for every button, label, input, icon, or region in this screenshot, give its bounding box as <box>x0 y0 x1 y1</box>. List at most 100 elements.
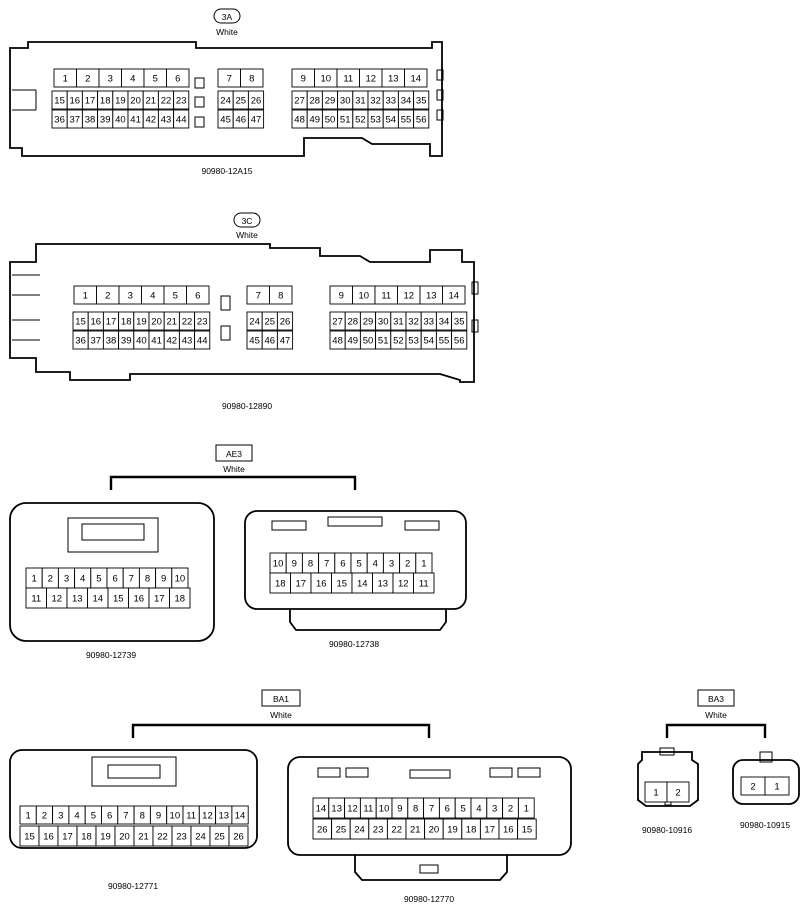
connector-3c-color: White <box>236 230 258 240</box>
pin-number: 35 <box>454 317 465 328</box>
connector-ba3-left-housing <box>637 751 699 807</box>
pin-number: 20 <box>151 317 162 328</box>
pin-number: 19 <box>115 96 126 107</box>
pin-number: 24 <box>195 832 206 843</box>
pin-number: 24 <box>249 317 260 328</box>
pin-number: 1 <box>421 559 426 570</box>
connector-ba1-right-part-number: 90980-12770 <box>404 894 454 904</box>
connector-ba1-right-lock <box>419 864 439 874</box>
pin-number: 11 <box>419 579 429 590</box>
connector-ba3-bracket <box>665 723 767 738</box>
pin-number: 31 <box>355 96 366 107</box>
pin-number: 18 <box>466 825 477 836</box>
pin-cell <box>240 68 264 88</box>
pin-number: 49 <box>310 115 321 126</box>
pin-number: 7 <box>123 811 128 822</box>
pin-number: 2 <box>675 788 680 799</box>
pin-cell <box>194 311 211 331</box>
connector-3a-latch <box>12 89 37 111</box>
pin-number: 30 <box>340 96 351 107</box>
pin-number: 17 <box>154 594 165 605</box>
pin-number: 17 <box>295 579 306 590</box>
pin-number: 39 <box>100 115 111 126</box>
pin-cell <box>517 818 537 840</box>
connector-3a-housing <box>9 41 443 157</box>
pin-number: 12 <box>403 291 414 302</box>
pin-number: 4 <box>80 574 85 585</box>
pin-number: 50 <box>325 115 336 126</box>
pin-number: 52 <box>355 115 366 126</box>
pin-number: 18 <box>81 832 92 843</box>
connector-3c-key <box>220 295 231 311</box>
pin-number: 6 <box>175 74 180 85</box>
pin-number: 4 <box>373 559 378 570</box>
pin-number: 25 <box>336 825 347 836</box>
pin-number: 11 <box>186 811 196 822</box>
pin-number: 36 <box>54 115 65 126</box>
pin-number: 26 <box>280 317 291 328</box>
connector-3c-key <box>471 281 479 295</box>
pin-number: 8 <box>140 811 145 822</box>
pin-number: 19 <box>447 825 458 836</box>
pin-number: 26 <box>251 96 262 107</box>
pin-number: 15 <box>54 96 65 107</box>
pin-number: 21 <box>410 825 421 836</box>
pin-number: 33 <box>386 96 397 107</box>
pin-number: 17 <box>62 832 73 843</box>
connector-ba3-color: White <box>705 710 727 720</box>
pin-number: 32 <box>408 317 419 328</box>
pin-cell <box>269 285 293 305</box>
pin-cell <box>173 109 190 129</box>
pin-number: 24 <box>354 825 365 836</box>
pin-number: 41 <box>151 336 162 347</box>
pin-number: 48 <box>294 115 305 126</box>
pin-number: 48 <box>332 336 343 347</box>
connector-ba1-color: White <box>270 710 292 720</box>
pin-number: 24 <box>220 96 231 107</box>
pin-number: 10 <box>273 559 284 570</box>
pin-number: 6 <box>445 804 450 815</box>
pin-cell <box>276 311 294 331</box>
pin-number: 4 <box>150 291 155 302</box>
pin-number: 28 <box>310 96 321 107</box>
pin-number: 10 <box>175 574 186 585</box>
pin-number: 10 <box>170 811 181 822</box>
pin-number: 3 <box>58 811 63 822</box>
connector-ba1-id-box <box>261 689 301 707</box>
pin-number: 10 <box>379 804 390 815</box>
pin-cell <box>413 90 430 110</box>
pin-cell <box>228 825 249 847</box>
pin-number: 19 <box>136 317 147 328</box>
pin-number: 14 <box>235 811 246 822</box>
connector-ae3-left-latch <box>67 517 159 553</box>
pin-number: 55 <box>401 115 412 126</box>
pin-number: 18 <box>174 594 185 605</box>
pin-number: 5 <box>153 74 158 85</box>
pin-number: 27 <box>294 96 305 107</box>
pin-number: 8 <box>278 291 283 302</box>
connector-ba1-right-key <box>345 767 369 778</box>
connector-3a-key <box>436 109 444 121</box>
pin-number: 4 <box>476 804 481 815</box>
pin-number: 4 <box>74 811 79 822</box>
pin-number: 5 <box>96 574 101 585</box>
pin-number: 5 <box>173 291 178 302</box>
connector-3c-id-badge <box>233 212 261 228</box>
pin-number: 1 <box>26 811 31 822</box>
pin-number: 21 <box>146 96 157 107</box>
pin-number: 16 <box>70 96 81 107</box>
pin-number: 55 <box>439 336 450 347</box>
pin-number: 44 <box>176 115 187 126</box>
pin-number: 2 <box>42 811 47 822</box>
pin-number: 54 <box>424 336 435 347</box>
pin-number: 22 <box>391 825 402 836</box>
pin-number: 42 <box>167 336 178 347</box>
pin-cell <box>451 311 468 331</box>
pin-number: 53 <box>408 336 419 347</box>
connector-3c-key <box>220 325 231 341</box>
pin-number: 45 <box>220 115 231 126</box>
